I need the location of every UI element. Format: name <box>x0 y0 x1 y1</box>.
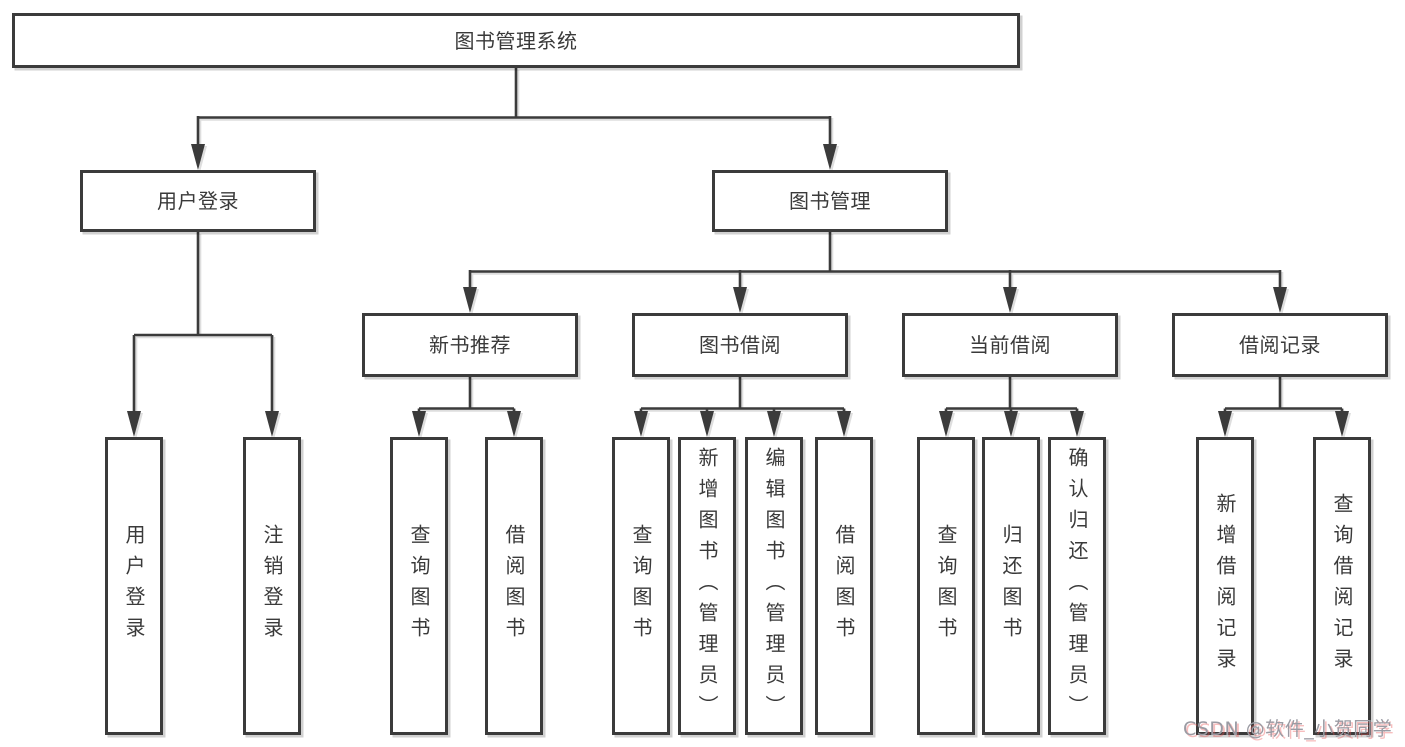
watermark: CSDN @软件_小贺同学 <box>1183 718 1393 740</box>
leaf-add-books-admin: 新增图书（管理员） <box>678 437 736 735</box>
leaf-borrow-books: 借阅图书 <box>815 437 873 735</box>
node-label: 查询图书 <box>407 524 431 648</box>
node-label: 查询借阅记录 <box>1330 493 1354 679</box>
node-borrowing-records: 借阅记录 <box>1172 313 1388 377</box>
node-label: 新增借阅记录 <box>1213 493 1237 679</box>
node-label: 图书管理系统 <box>454 28 578 53</box>
node-label: 当前借阅 <box>969 333 1051 357</box>
leaf-query-borrow-record: 查询借阅记录 <box>1313 437 1371 735</box>
node-label: 图书借阅 <box>699 333 781 357</box>
node-current-borrowing: 当前借阅 <box>902 313 1118 377</box>
node-label: 用户登录 <box>122 524 146 648</box>
leaf-return-books: 归还图书 <box>982 437 1040 735</box>
node-label: 借阅图书 <box>832 524 856 648</box>
node-library-management-system: 图书管理系统 <box>12 13 1020 68</box>
node-label: 新增图书（管理员） <box>695 446 719 726</box>
node-label: 确认归还（管理员） <box>1065 446 1089 726</box>
connector-segments <box>132 68 1344 413</box>
arrowheads <box>127 144 1349 437</box>
node-label: 用户登录 <box>157 189 239 213</box>
node-label: 图书管理 <box>789 189 871 213</box>
node-label: 新书推荐 <box>429 333 511 357</box>
leaf-add-borrow-record: 新增借阅记录 <box>1196 437 1254 735</box>
node-label: 借阅记录 <box>1239 333 1321 357</box>
leaf-borrow-books: 借阅图书 <box>485 437 543 735</box>
node-label: 查询图书 <box>629 524 653 648</box>
node-label: 编辑图书（管理员） <box>762 446 786 726</box>
node-book-borrowing: 图书借阅 <box>632 313 848 377</box>
leaf-query-books: 查询图书 <box>390 437 448 735</box>
leaf-query-books: 查询图书 <box>917 437 975 735</box>
node-user-login: 用户登录 <box>80 170 316 232</box>
node-new-book-recommendation: 新书推荐 <box>362 313 578 377</box>
node-label: 借阅图书 <box>502 524 526 648</box>
node-label: 注销登录 <box>260 524 284 648</box>
leaf-logout: 注销登录 <box>243 437 301 735</box>
leaf-edit-books-admin: 编辑图书（管理员） <box>745 437 803 735</box>
node-book-management: 图书管理 <box>712 170 948 232</box>
node-label: 查询图书 <box>934 524 958 648</box>
leaf-confirm-return-admin: 确认归还（管理员） <box>1048 437 1106 735</box>
node-label: 归还图书 <box>999 524 1023 648</box>
leaf-user-login: 用户登录 <box>105 437 163 735</box>
leaf-query-books: 查询图书 <box>612 437 670 735</box>
